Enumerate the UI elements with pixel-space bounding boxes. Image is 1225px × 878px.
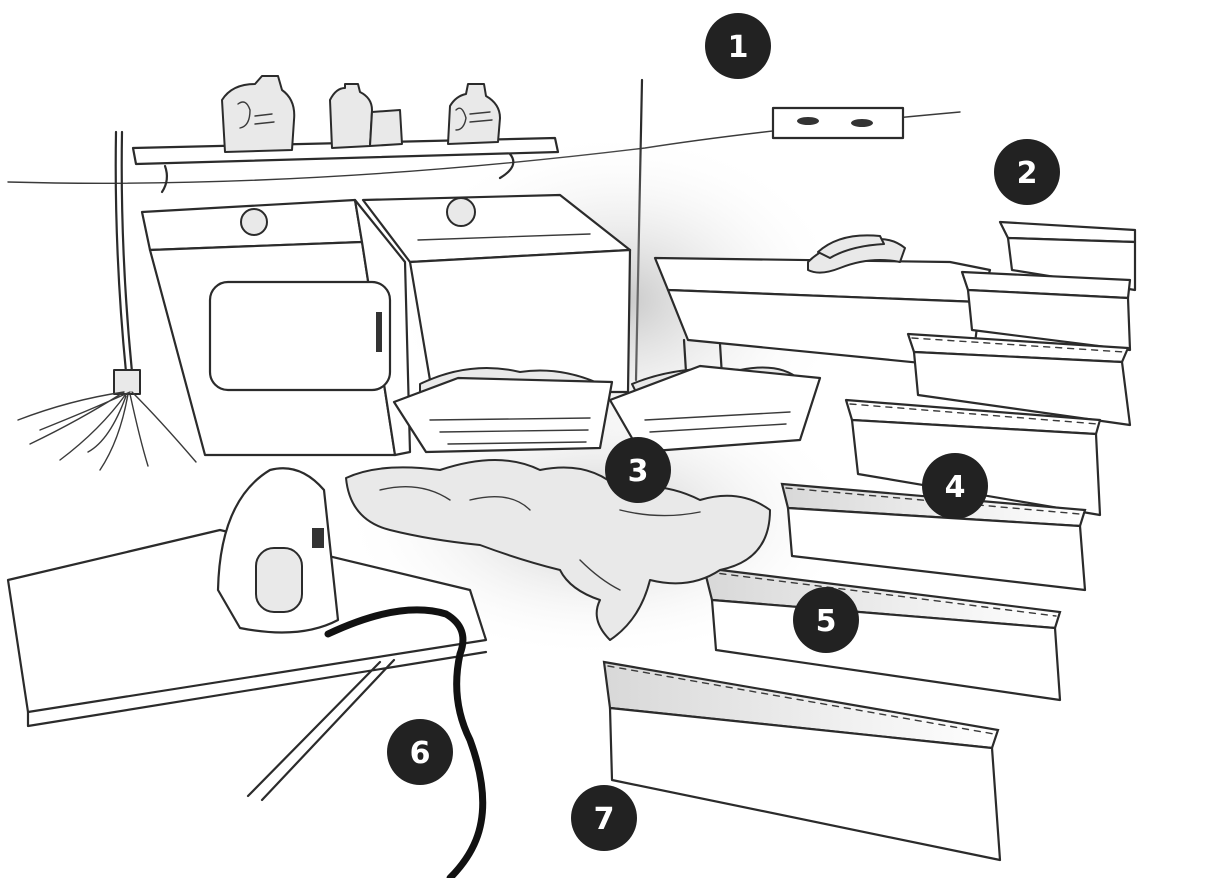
mop-icon [17,130,197,471]
marker-3: 3 [605,437,671,503]
marker-2-label: 2 [1017,156,1038,191]
marker-7: 7 [571,785,637,851]
marker-7-label: 7 [594,802,615,837]
staircase [602,220,1137,862]
marker-4-label: 4 [945,470,966,505]
detergent-bottle [221,75,296,153]
marker-3-label: 3 [628,454,649,489]
clothes-pile [345,459,771,641]
marker-6-label: 6 [410,736,431,771]
marker-1-label: 1 [728,30,749,65]
marker-4: 4 [922,453,988,519]
laundry-sink [653,234,992,378]
power-cord [324,606,487,878]
detergent-bottle [447,83,501,145]
dryer-icon [140,198,412,457]
laundry-basket [608,364,822,454]
iron-icon [216,467,340,634]
marker-5-label: 5 [816,604,837,639]
detergent-bottle [329,83,403,149]
rubber-gloves [807,234,906,274]
marker-2: 2 [994,139,1060,205]
laundry-basket [392,367,614,454]
marker-5: 5 [793,587,859,653]
wall-outlet [771,106,905,140]
washer-icon [361,193,632,394]
marker-1: 1 [705,13,771,79]
marker-6: 6 [387,719,453,785]
laundry-shelf [131,75,560,194]
